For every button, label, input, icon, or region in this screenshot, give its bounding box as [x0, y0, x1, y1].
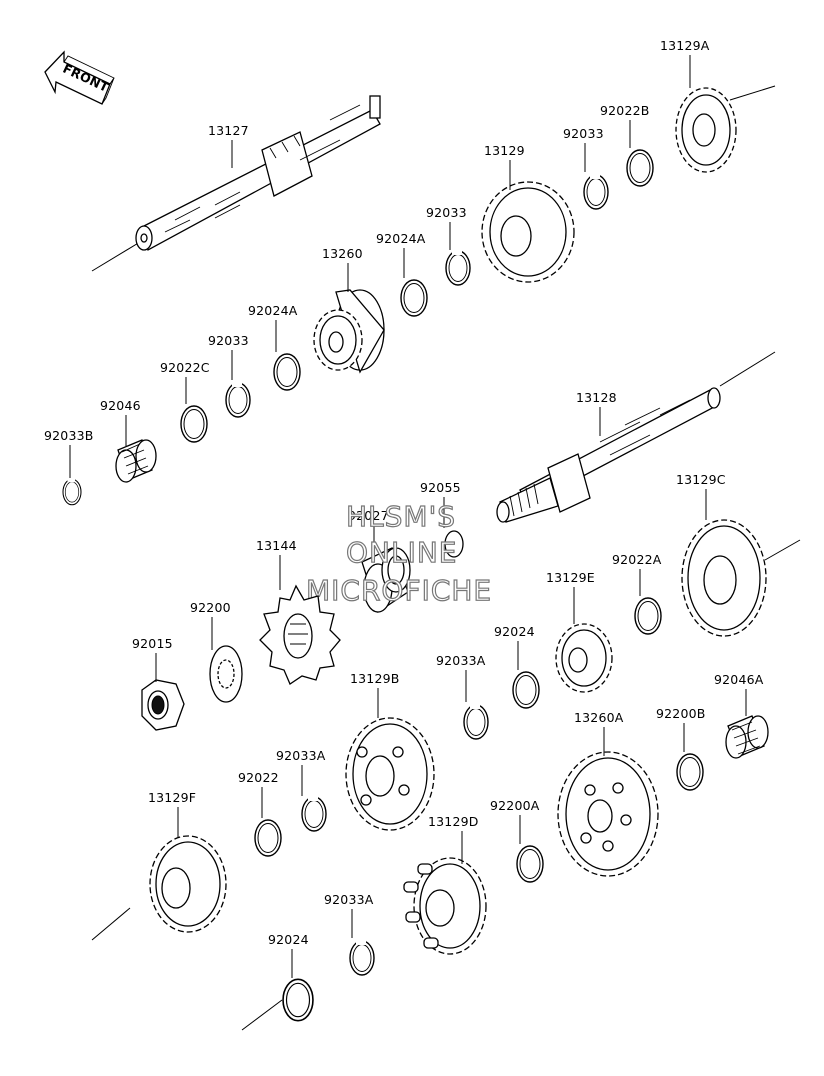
part-number: 13128	[576, 390, 617, 405]
part-number: 13129F	[148, 790, 196, 805]
ring-92200A: 92200A	[490, 798, 544, 883]
clip-92033-c: 92033	[208, 333, 251, 418]
ring-92022C: 92022C	[160, 360, 210, 443]
part-number: 13129B	[350, 671, 400, 686]
part-number: 92033B	[44, 428, 94, 443]
part-number: 13129A	[660, 38, 710, 53]
part-number: 92200A	[490, 798, 540, 813]
ring-92022: 92022	[238, 770, 282, 857]
part-number: 13129D	[428, 814, 479, 829]
part-number: 13144	[256, 538, 297, 553]
part-number: 13260A	[574, 710, 624, 725]
gear-13129A	[675, 85, 776, 173]
part-number: 92033	[426, 205, 467, 220]
ring-92024-b: 92024	[241, 932, 314, 1031]
clip-92033A-b: 92033A	[276, 748, 327, 832]
clip-92033A-a: 92033A	[436, 653, 489, 740]
part-number: 13129	[484, 143, 525, 158]
part-number: 92027	[348, 508, 389, 523]
part-number: 92022C	[160, 360, 210, 375]
part-number: 13260	[322, 246, 363, 261]
gear-13260A: 13260A	[557, 710, 659, 877]
watermark-line-3: MICROFICHE	[306, 574, 492, 607]
clip-92033A-c: 92033A	[324, 892, 375, 976]
watermark-line-1: HLSM'S	[346, 500, 456, 533]
part-number: 92046	[100, 398, 141, 413]
part-number: 92033	[208, 333, 249, 348]
ring-92024A-a: 92024A	[376, 231, 428, 317]
part-number: 92022B	[600, 103, 650, 118]
shaft-13128	[496, 351, 776, 523]
collar-92027: 92027	[348, 508, 411, 614]
part-number: 92024	[494, 624, 535, 639]
nut-92015: 92015	[132, 636, 185, 731]
part-number: 92024A	[248, 303, 298, 318]
gear-13129B: 13129B	[345, 671, 435, 831]
washer-92200: 92200	[190, 600, 243, 703]
ring-92024-a: 92024	[494, 624, 540, 709]
ring-92022A: 92022A	[612, 552, 662, 635]
bearing-92046A: 92046A	[714, 672, 769, 759]
part-number: 92022A	[612, 552, 662, 567]
clip-92033-a: 92033	[563, 126, 609, 210]
gear-13129F: 13129F	[91, 790, 227, 941]
part-number: 92033A	[324, 892, 374, 907]
part-number: 92046A	[714, 672, 764, 687]
clip-92033B: 92033B	[44, 428, 94, 506]
part-number: 92015	[132, 636, 173, 651]
sprocket-13144: 13144	[256, 538, 341, 685]
part-number: 92033A	[276, 748, 326, 763]
watermark: HLSM'S ONLINE MICROFICHE	[305, 499, 492, 607]
label-13127: 13127	[208, 123, 249, 168]
front-arrow-icon: FRONT	[44, 50, 115, 105]
ring-92200B: 92200B	[656, 706, 706, 791]
watermark-line-2: ONLINE	[346, 536, 457, 569]
part-number: 92024A	[376, 231, 426, 246]
gear-13129: 13129	[481, 143, 575, 283]
part-number: 92055	[420, 480, 461, 495]
gear-13129C: 13129C	[676, 472, 801, 637]
clip-92033-b: 92033	[426, 205, 471, 286]
label-13129A: 13129A	[660, 38, 710, 88]
ring-92024A-b: 92024A	[248, 303, 301, 391]
gear-13260: 13260	[313, 246, 385, 374]
part-number: 92200	[190, 600, 231, 615]
gear-13129E: 13129E	[546, 570, 613, 693]
oring-92055: 92055	[420, 480, 464, 558]
part-number: 92024	[268, 932, 309, 947]
part-number: 13129C	[676, 472, 726, 487]
part-number: 92022	[238, 770, 279, 785]
label-13128: 13128	[576, 390, 617, 436]
shaft-13127	[91, 95, 381, 272]
part-number: 13127	[208, 123, 249, 138]
part-number: 92200B	[656, 706, 706, 721]
bearing-92046: 92046	[100, 398, 157, 483]
part-number: 92033A	[436, 653, 486, 668]
gear-13129D: 13129D	[403, 814, 487, 955]
part-number: 13129E	[546, 570, 595, 585]
part-number: 92033	[563, 126, 604, 141]
ring-92022B: 92022B	[600, 103, 654, 187]
